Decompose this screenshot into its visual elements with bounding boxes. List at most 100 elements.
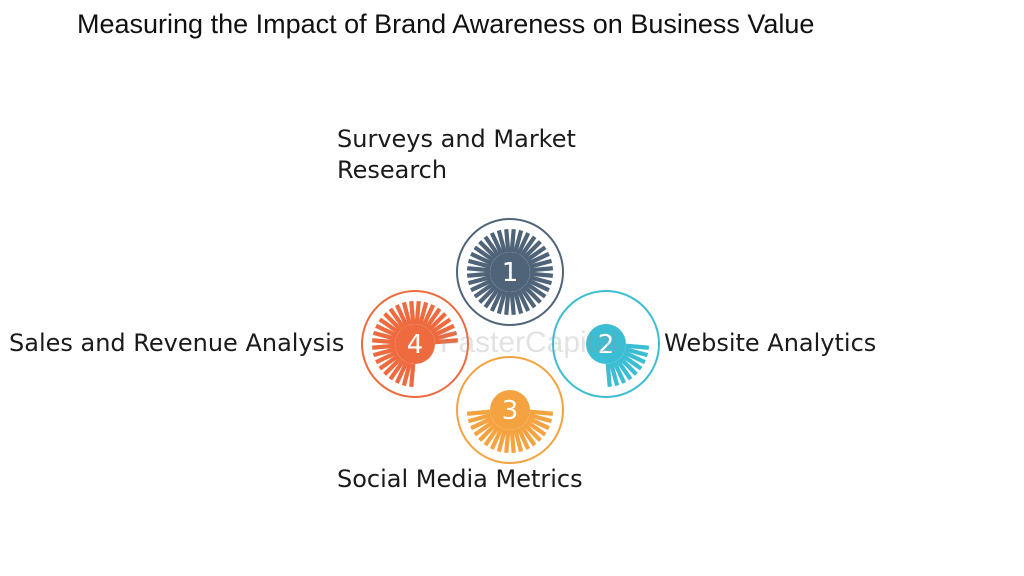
step-2-tick	[623, 350, 646, 365]
step-1-tick	[519, 287, 537, 309]
step-1-tick	[483, 287, 501, 309]
step-4-tick	[383, 312, 403, 332]
step-3-tick	[519, 425, 537, 447]
step-4-tick	[378, 353, 400, 371]
step-1-tick	[470, 251, 493, 266]
step-2-tick	[621, 353, 643, 371]
step-3-tick	[525, 419, 547, 437]
step-1-tick	[496, 229, 507, 254]
step-2-number: 2	[598, 330, 615, 360]
step-3-tick	[513, 428, 524, 453]
step-1-label: Surveys and Market Research	[337, 124, 576, 186]
step-2-tick	[618, 356, 638, 376]
step-4-tick	[372, 347, 397, 358]
step-1-tick	[522, 284, 542, 304]
watermark: FasterCapital	[440, 326, 619, 359]
step-3-tick	[470, 416, 493, 431]
step-2-label-line-1: Website Analytics	[664, 329, 877, 357]
step-2-badge: 2	[552, 290, 660, 398]
step-2-tick	[609, 362, 620, 387]
step-4-tick	[427, 312, 447, 332]
page-title: Measuring the Impact of Brand Awareness …	[77, 9, 815, 39]
step-1-tick	[509, 291, 516, 316]
step-1-tick	[516, 232, 531, 255]
step-1-tick	[522, 240, 542, 260]
step-1-tick	[478, 240, 498, 260]
step-1-tick	[513, 229, 524, 254]
step-1-tick	[525, 281, 547, 299]
step-1-label-line-1: Surveys and Market	[337, 125, 576, 153]
step-4-tick	[372, 330, 397, 341]
step-3-number: 3	[502, 396, 519, 426]
step-4-tick	[433, 330, 458, 341]
step-1-tick	[466, 271, 491, 278]
step-1-tick	[509, 228, 516, 253]
step-1-tick	[529, 271, 554, 278]
step-2-label: Website Analytics	[664, 328, 876, 359]
step-3-badge: 3	[456, 356, 564, 464]
step-3-tick	[483, 425, 501, 447]
step-1-tick	[467, 258, 492, 269]
step-4-center	[395, 324, 435, 364]
step-4-tick	[383, 356, 403, 376]
step-1-tick	[466, 266, 491, 273]
step-1-tick	[473, 245, 495, 263]
step-4-tick	[378, 317, 400, 335]
step-1-tick	[483, 235, 501, 257]
step-2-tick	[624, 347, 649, 358]
step-3-tick	[478, 422, 498, 442]
step-3-tick	[527, 416, 550, 431]
step-4-tick	[418, 301, 429, 326]
step-4-tick	[401, 362, 412, 387]
step-4-tick	[388, 359, 406, 381]
step-4-tick	[409, 300, 416, 325]
step-2-tick	[605, 363, 612, 388]
step-1-tick	[513, 290, 524, 315]
step-3-tick	[489, 427, 504, 450]
step-2-center	[586, 324, 626, 364]
step-4-tick	[388, 307, 406, 329]
step-3-tick	[504, 429, 511, 454]
step-1-tick	[504, 228, 511, 253]
step-4-tick	[371, 343, 396, 350]
step-1-badge: 1	[456, 218, 564, 326]
step-4-tick	[432, 323, 455, 338]
step-3-label: Social Media Metrics	[337, 464, 583, 495]
step-1-tick	[528, 275, 553, 286]
step-1-tick	[496, 290, 507, 315]
step-1-tick	[467, 275, 492, 286]
step-4-tick	[421, 304, 436, 327]
step-4-tick	[371, 338, 396, 345]
step-4-tick	[401, 301, 412, 326]
step-2-tick	[615, 359, 633, 381]
step-4-tick	[430, 317, 452, 335]
step-1-tick	[473, 281, 495, 299]
step-4-badge: 4	[361, 290, 469, 398]
step-4-label-line-1: Sales and Revenue Analysis	[9, 329, 345, 357]
step-1-tick	[527, 251, 550, 266]
step-4-tick	[409, 363, 416, 388]
step-4-tick	[394, 304, 409, 327]
step-4-tick	[375, 350, 398, 365]
step-3-tick	[528, 413, 553, 424]
step-1-center	[490, 252, 530, 292]
step-1-tick	[489, 289, 504, 312]
step-4-tick	[394, 361, 409, 384]
step-3-tick	[509, 429, 516, 454]
step-4-label: Sales and Revenue Analysis	[9, 328, 344, 359]
step-1-tick	[525, 245, 547, 263]
step-1-tick	[470, 278, 493, 293]
step-3-tick	[522, 422, 542, 442]
step-1-tick	[478, 284, 498, 304]
step-4-tick	[414, 300, 421, 325]
step-3-label-line-1: Social Media Metrics	[337, 465, 583, 493]
step-1-tick	[504, 291, 511, 316]
step-1-tick	[527, 278, 550, 293]
step-1-tick	[519, 235, 537, 257]
step-4-tick	[424, 307, 442, 329]
step-1-tick	[529, 266, 554, 273]
step-3-tick	[516, 427, 531, 450]
step-3-center	[490, 390, 530, 430]
step-1-number: 1	[502, 258, 519, 288]
